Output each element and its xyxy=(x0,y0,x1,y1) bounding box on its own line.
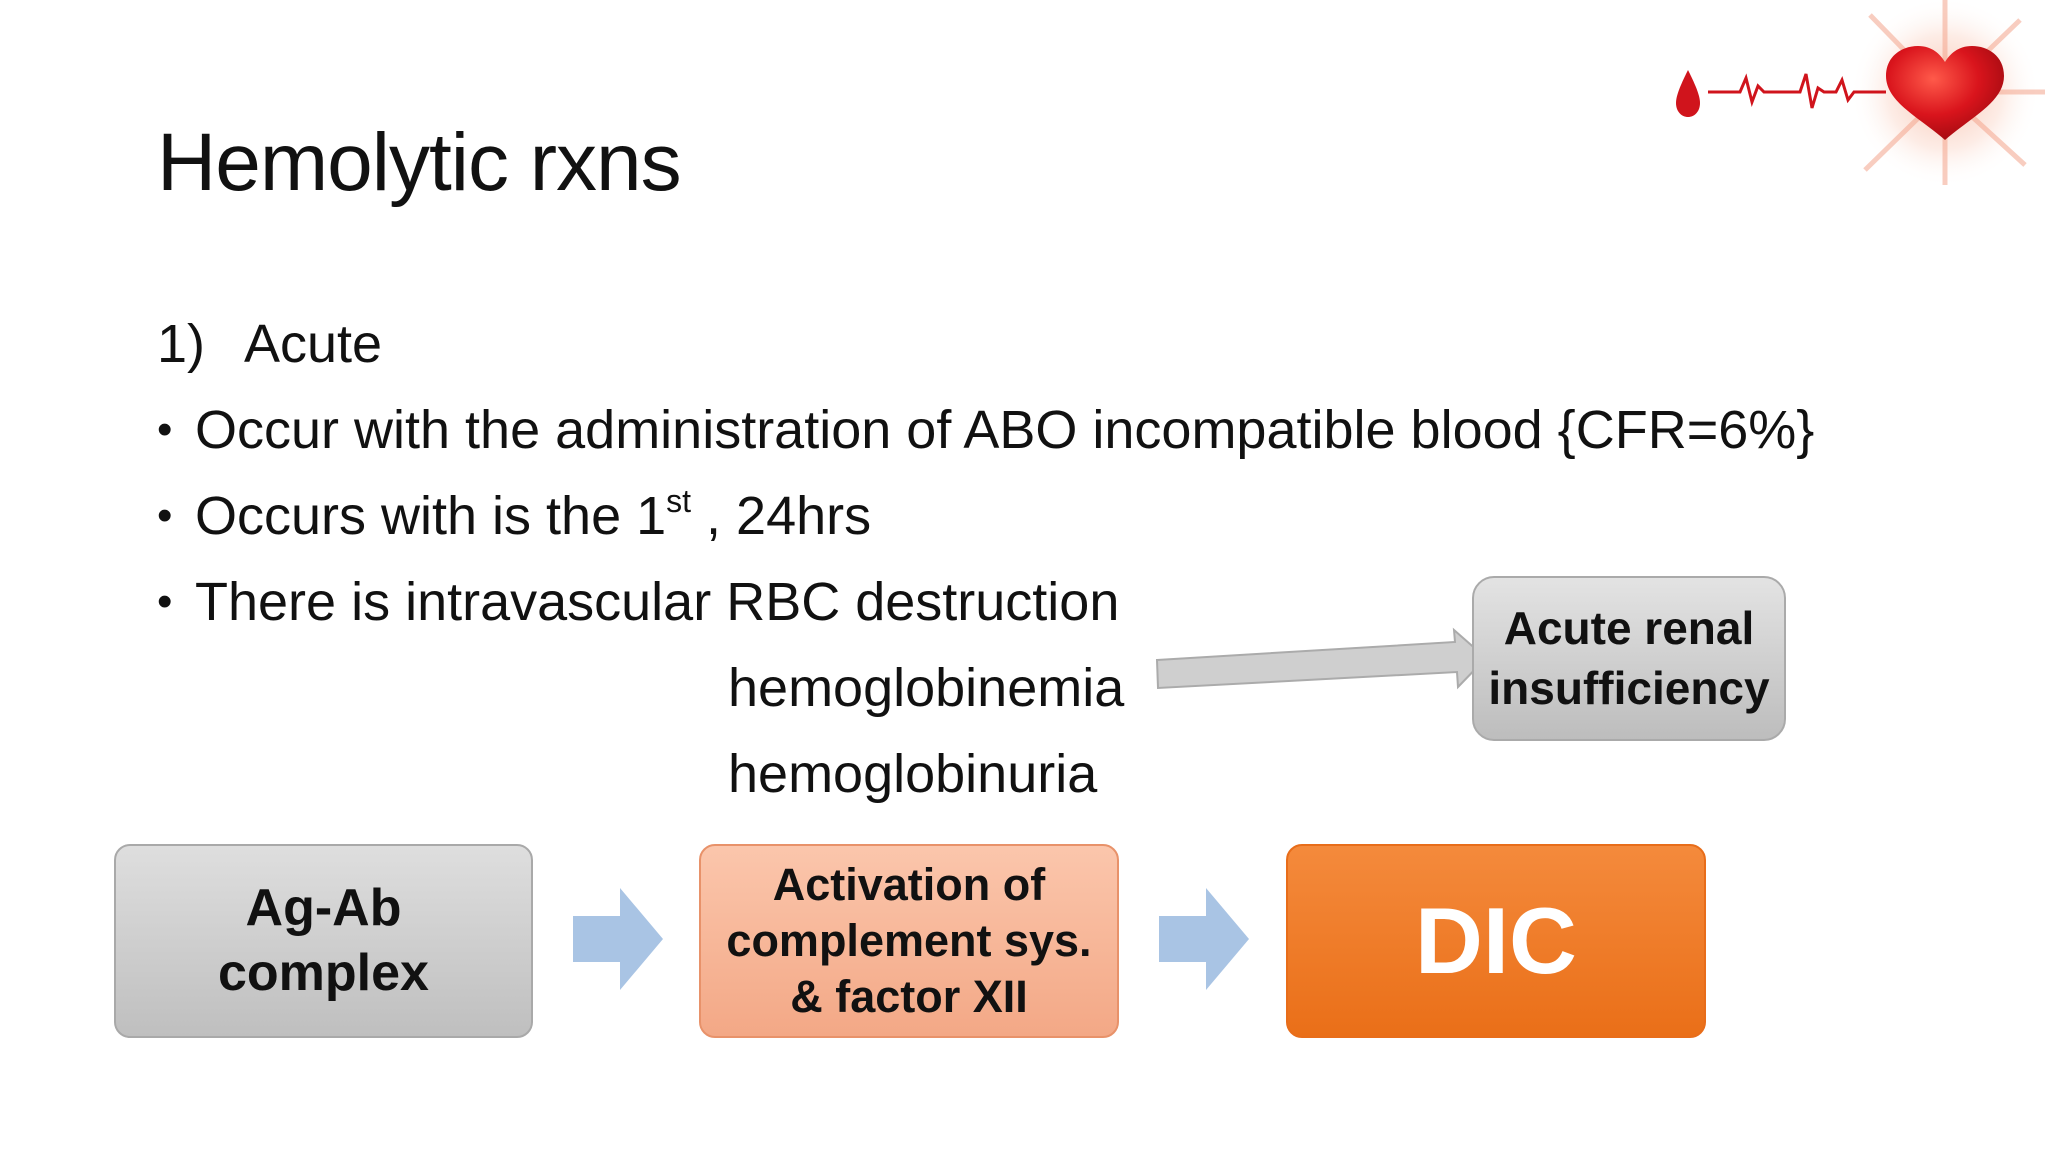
bullet-superscript: st xyxy=(666,483,692,519)
box-label: Activation of complement sys. & factor X… xyxy=(726,858,1092,1023)
dic-box: DIC xyxy=(1286,844,1706,1038)
bullet-item: • Occurs with is the 1st , 24hrs xyxy=(157,484,871,549)
box-label: Acute renal insufficiency xyxy=(1488,601,1770,714)
ag-ab-complex-box: Ag-Ab complex xyxy=(114,844,533,1038)
box-label: DIC xyxy=(1415,888,1577,994)
bullet-marker: • xyxy=(157,577,173,626)
list-heading: 1) Acute xyxy=(157,312,382,377)
sub-item-hemoglobinemia: hemoglobinemia xyxy=(728,658,1125,718)
list-heading-text: Acute xyxy=(244,314,383,374)
bullet-marker: • xyxy=(157,405,173,454)
bullet-text: Occur with the administration of ABO inc… xyxy=(195,400,1815,460)
slide-title: Hemolytic rxns xyxy=(157,117,682,208)
sub-item-hemoglobinuria: hemoglobinuria xyxy=(728,744,1098,804)
bullet-text: There is intravascular RBC destruction xyxy=(195,572,1120,632)
bullet-item: • Occur with the administration of ABO in… xyxy=(157,398,1814,463)
bullet-item: • There is intravascular RBC destruction xyxy=(157,570,1119,635)
acute-renal-insufficiency-box: Acute renal insufficiency xyxy=(1472,576,1786,741)
list-number: 1) xyxy=(157,314,206,374)
arrow-to-renal-icon xyxy=(1155,627,1488,690)
blood-drop-heartbeat-heart-icon xyxy=(1676,0,2045,187)
bullet-text-after: , 24hrs xyxy=(691,486,872,546)
bullet-text: Occurs with is the 1 xyxy=(195,486,667,546)
box-label: Ag-Ab complex xyxy=(218,879,429,1002)
bullet-marker: • xyxy=(157,491,173,540)
flow-arrow-icon xyxy=(573,888,663,990)
flow-arrow-icon xyxy=(1159,888,1249,990)
activation-complement-box: Activation of complement sys. & factor X… xyxy=(699,844,1119,1038)
